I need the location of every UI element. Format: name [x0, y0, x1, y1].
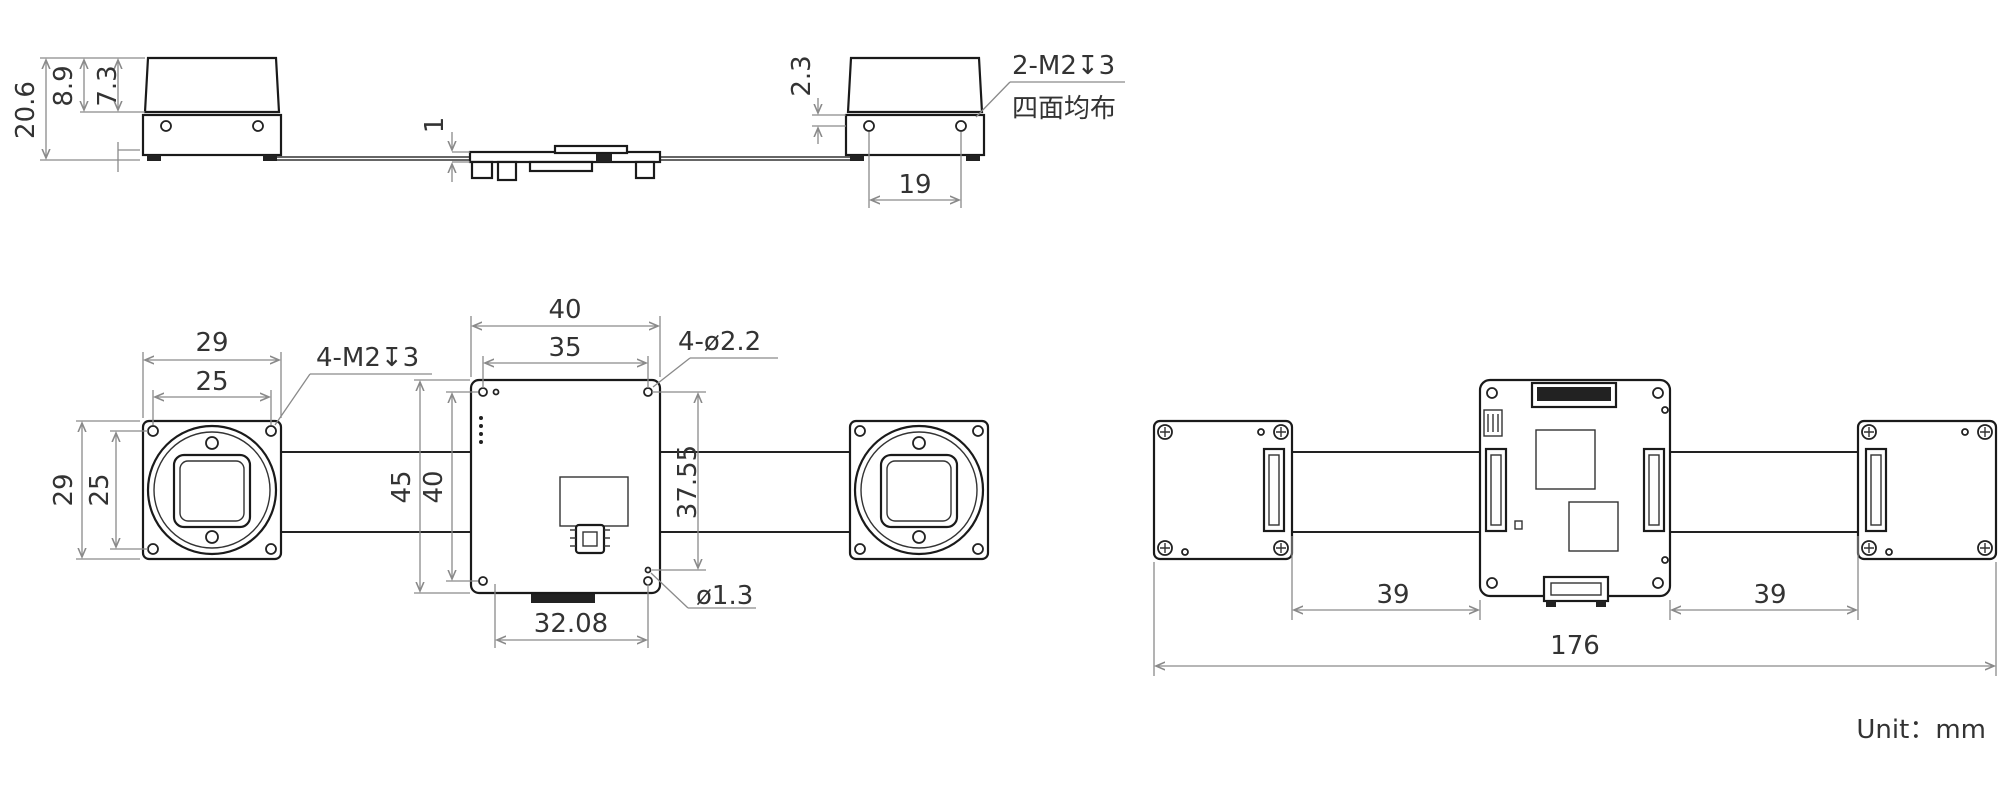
screw-hole-icon — [205, 530, 219, 544]
back-cable-right — [1669, 451, 1859, 533]
screw-hole-icon — [160, 120, 172, 132]
front-view: 29 25 29 25 4-M2↧3 40 35 4-ø2.2 — [49, 295, 990, 648]
screw-hole-icon — [265, 543, 277, 555]
screw-hole-icon — [265, 425, 277, 437]
side-right-sensor — [844, 56, 986, 161]
back-view: 39 39 176 — [1152, 378, 1998, 676]
label-screw-spec: 2-M2↧3 — [1012, 51, 1115, 81]
dim-sensor-height-outer: 29 — [49, 473, 79, 506]
front-board — [469, 378, 662, 603]
screw-hole-icon — [955, 120, 967, 132]
mount-hole-icon — [643, 387, 653, 397]
usb-connector-icon — [1542, 575, 1610, 603]
connector-icon — [1864, 447, 1888, 533]
chip-icon — [574, 523, 606, 555]
screw-hole-icon — [972, 543, 984, 555]
label-screw-note: 四面均布 — [1012, 94, 1116, 124]
dim-total-length: 176 — [1550, 631, 1600, 661]
front-left-sensor — [141, 419, 283, 561]
dim-height-upper: 7.3 — [93, 65, 123, 106]
connector-icon — [1484, 447, 1508, 533]
screw-hole-icon — [854, 543, 866, 555]
screw-hole-icon — [854, 425, 866, 437]
side-view: 20.6 8.9 7.3 1 2.3 19 2-M2↧3 四面均布 — [11, 51, 1125, 208]
dim-board-inner-height: 37.55 — [673, 445, 703, 519]
label-small-hole: ø1.3 — [696, 581, 753, 611]
dim-left-cable-length: 39 — [1376, 580, 1409, 610]
label-sensor-screw-spec: 4-M2↧3 — [316, 343, 419, 373]
screw-hole-icon — [912, 436, 926, 450]
mount-hole-icon — [643, 576, 653, 586]
dim-board-thickness: 1 — [420, 117, 450, 134]
front-right-sensor — [848, 419, 990, 561]
chip-icon — [1568, 501, 1619, 552]
dim-screw-spacing: 19 — [898, 170, 931, 200]
dim-height-total: 20.6 — [11, 81, 41, 139]
chip-icon — [1535, 429, 1596, 490]
dim-sensor-height-inner: 25 — [85, 473, 115, 506]
screw-hole-icon — [147, 425, 159, 437]
back-cable-left — [1291, 451, 1481, 533]
mount-hole-icon — [478, 576, 488, 586]
screw-hole-icon — [205, 436, 219, 450]
unit-label: Unit：mm — [1856, 715, 1986, 745]
back-left-board — [1152, 419, 1294, 561]
label-board-hole-spec: 4-ø2.2 — [678, 327, 761, 357]
dim-sensor-width-outer: 29 — [195, 328, 228, 358]
screw-hole-icon — [252, 120, 264, 132]
dim-board-hole-pitch-x: 35 — [548, 333, 581, 363]
dim-height-body: 8.9 — [49, 65, 79, 106]
dim-sensor-width-inner: 25 — [195, 367, 228, 397]
back-right-board — [1856, 419, 1998, 561]
connector-icon — [1642, 447, 1666, 533]
dim-screw-offset: 2.3 — [787, 55, 817, 96]
mount-hole-icon — [478, 387, 488, 397]
dim-right-cable-length: 39 — [1753, 580, 1786, 610]
dim-board-width: 40 — [548, 295, 581, 325]
back-center-board — [1478, 378, 1672, 607]
screw-hole-icon — [972, 425, 984, 437]
screw-hole-icon — [147, 543, 159, 555]
connector-icon — [1262, 447, 1286, 533]
screw-hole-icon — [863, 120, 875, 132]
dim-connector-width: 32.08 — [534, 609, 608, 639]
side-left-sensor — [141, 56, 283, 161]
screw-hole-icon — [912, 530, 926, 544]
dim-board-hole-pitch-y: 40 — [419, 470, 449, 503]
side-board — [468, 144, 662, 182]
dim-board-height: 45 — [387, 470, 417, 503]
